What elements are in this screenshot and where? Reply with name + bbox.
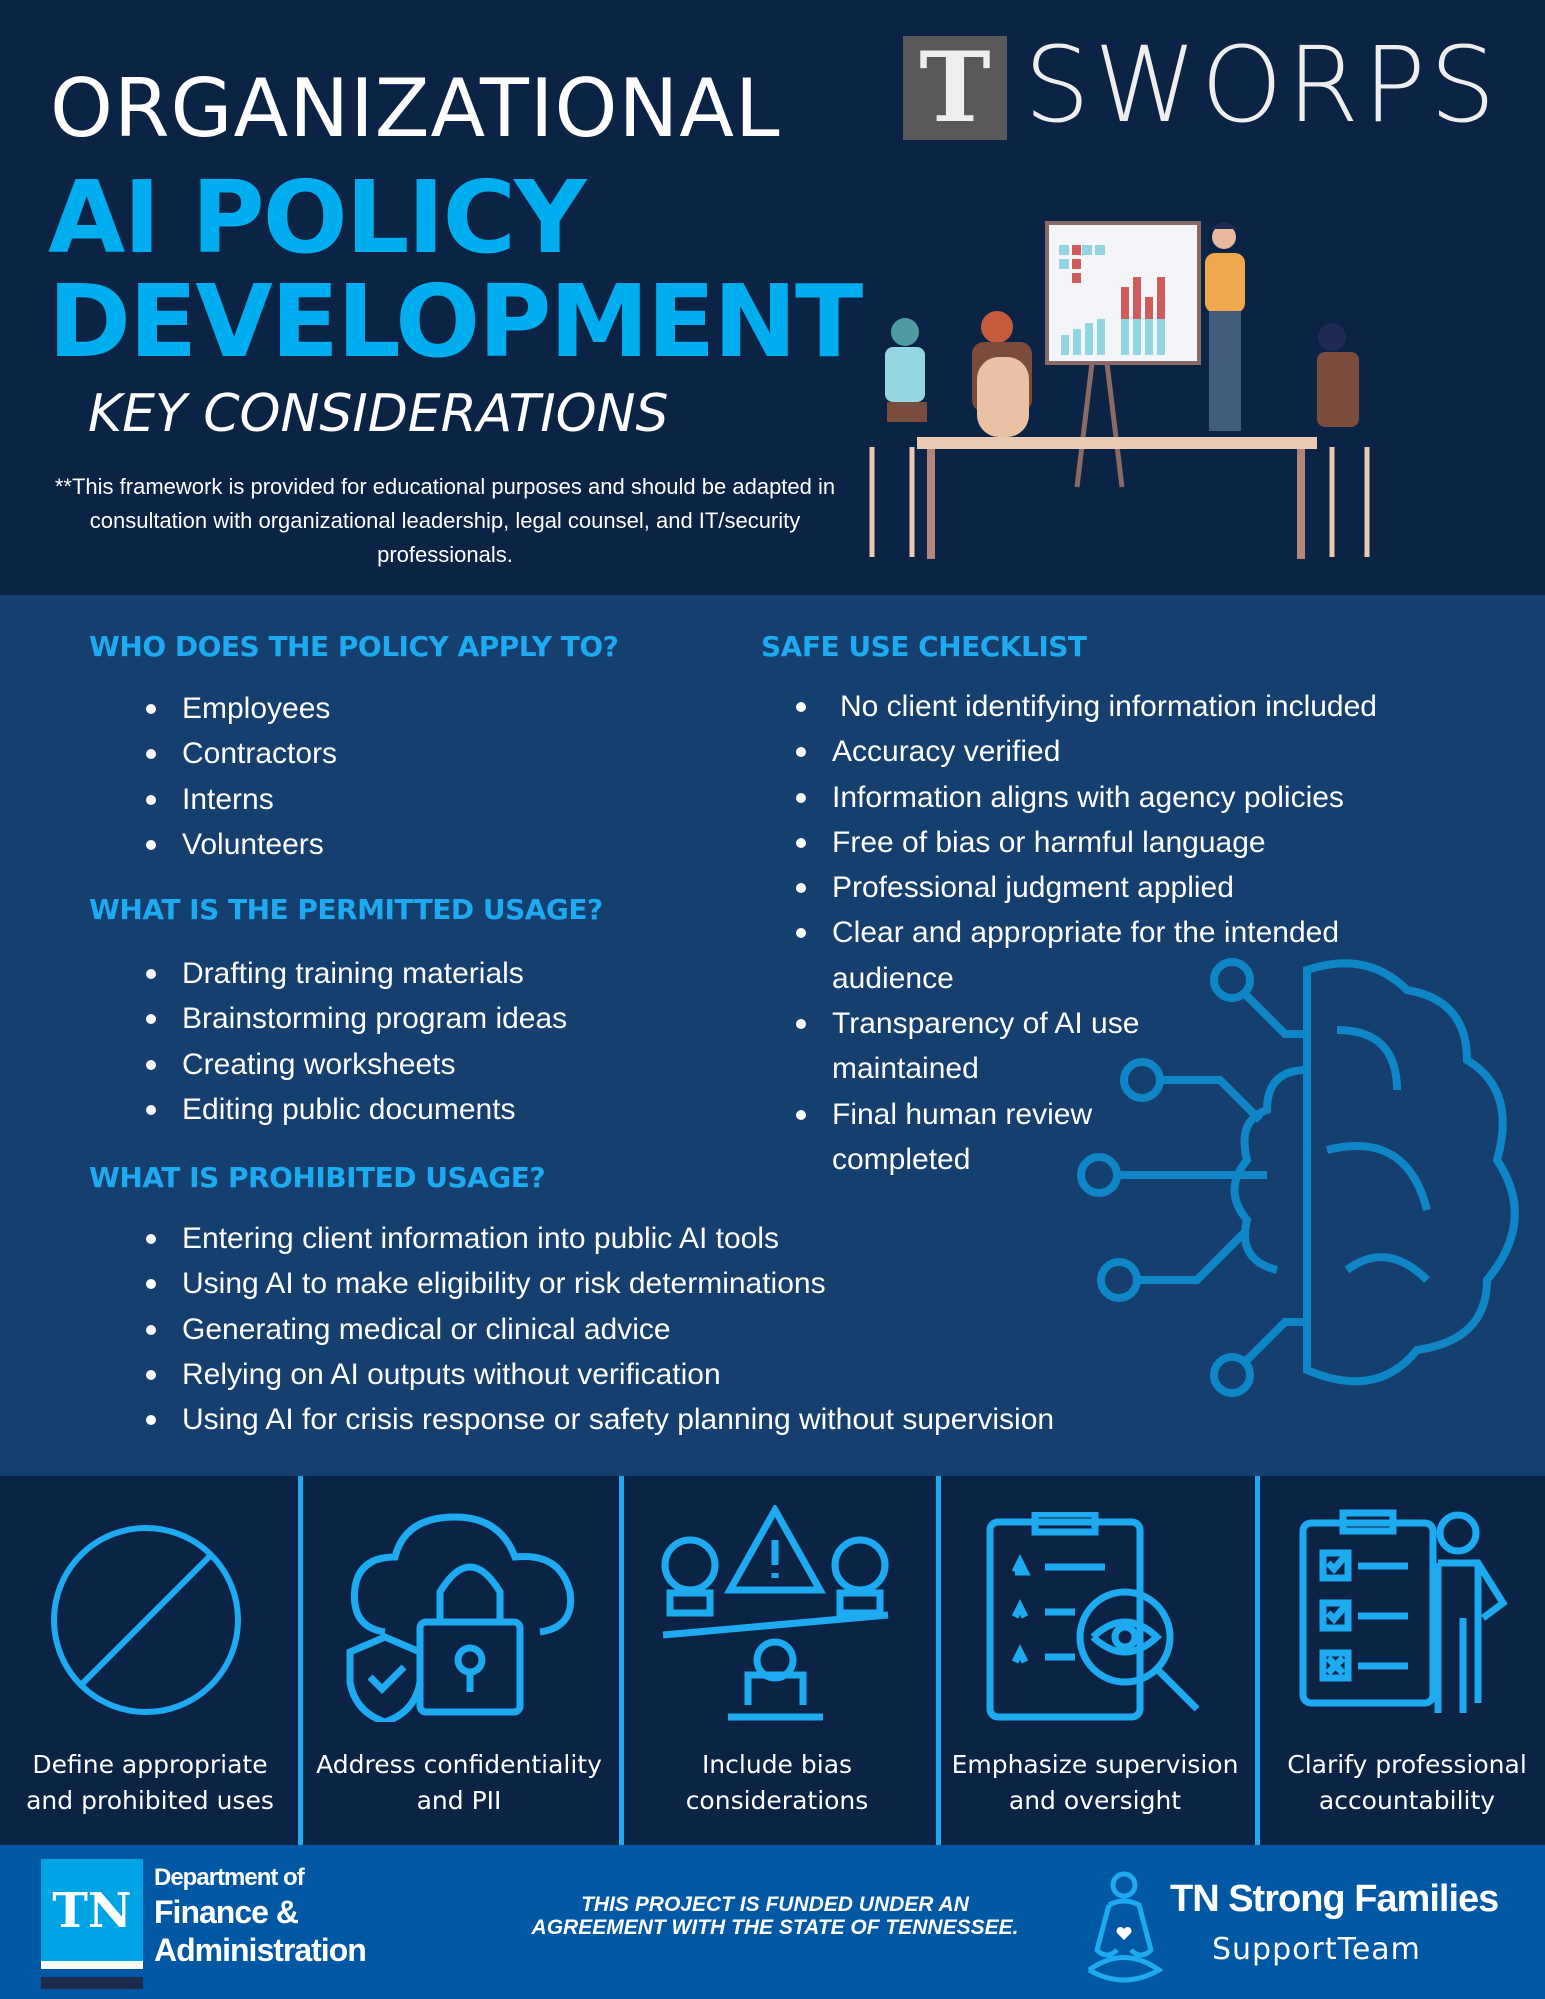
prohibited-icon <box>51 1525 241 1715</box>
list-item: Interns <box>146 777 337 822</box>
disclaimer: **This framework is provided for educati… <box>54 474 836 567</box>
cloud-lock-icon <box>346 1513 575 1722</box>
checklist: No client identifying information includ… <box>796 684 1536 1182</box>
prohibited-list: Entering client information into public … <box>146 1216 1054 1442</box>
icon-label: Define appropriate and prohibited uses <box>26 1750 274 1815</box>
dept-logo-text: Department of Finance & Administration <box>154 1863 367 1969</box>
list-item: Using AI to make eligibility or risk det… <box>146 1261 1054 1306</box>
clipboard-eye-icon <box>986 1512 1200 1721</box>
prohibited-heading: WHAT IS PROHIBITED USAGE? <box>89 1161 546 1194</box>
footer <box>0 1845 1545 1999</box>
dept-line: Department of <box>154 1864 305 1891</box>
checklist-item-text: No client identifying information includ… <box>840 690 1377 723</box>
meditating-person-icon <box>1087 1871 1164 1983</box>
list-item: Generating medical or clinical advice <box>146 1307 1054 1352</box>
icon-label: Include bias considerations <box>685 1750 869 1815</box>
title-line-3: DEVELOPMENT <box>48 263 863 380</box>
icon-label: Clarify professional accountability <box>1287 1750 1527 1815</box>
divider <box>619 1476 624 1845</box>
partner-logo-line2: SupportTeam <box>1212 1932 1421 1967</box>
subtitle: KEY CONSIDERATIONS <box>88 384 669 444</box>
list-item: Editing public documents <box>146 1087 567 1132</box>
list-item: Entering client information into public … <box>146 1216 1054 1261</box>
checklist-item: Professional judgment applied <box>796 865 1536 910</box>
icon-label: Emphasize supervision and oversight <box>951 1750 1239 1815</box>
sworps-logo-text: SWORPS <box>1024 24 1500 146</box>
checklist-item: Clear and appropriate for the intended a… <box>796 910 1396 1001</box>
dept-line: Finance & <box>154 1894 299 1930</box>
funding-line: AGREEMENT WITH THE STATE OF TENNESSEE. <box>531 1916 1019 1939</box>
funding-line: THIS PROJECT IS FUNDED UNDER AN <box>581 1893 969 1916</box>
dept-line: Administration <box>154 1932 367 1968</box>
permitted-list: Drafting training materials Brainstormin… <box>146 951 567 1132</box>
who-heading: WHO DOES THE POLICY APPLY TO? <box>89 630 619 663</box>
checklist-person-icon <box>1299 1509 1508 1713</box>
who-list: Employees Contractors Interns Volunteers <box>146 686 337 867</box>
icon-band <box>0 1476 1545 1845</box>
checklist-item: Accuracy verified <box>796 729 1536 774</box>
permitted-heading: WHAT IS THE PERMITTED USAGE? <box>89 893 603 926</box>
list-item: Using AI for crisis response or safety p… <box>146 1397 1054 1442</box>
list-item: Drafting training materials <box>146 951 567 996</box>
checklist-item: Information aligns with agency policies <box>796 775 1536 820</box>
icon-label: Address confidentiality and PII <box>316 1750 602 1815</box>
funding-notice: THIS PROJECT IS FUNDED UNDER AN AGREEMEN… <box>490 1893 1060 1939</box>
list-item: Employees <box>146 686 337 731</box>
divider <box>936 1476 941 1845</box>
tn-logo: TN <box>41 1859 143 1969</box>
brain-circuit-icon <box>1077 958 1519 1397</box>
checklist-item: Final human review completed <box>796 1092 1156 1183</box>
title-line-1: ORGANIZATIONAL <box>50 62 781 155</box>
list-item: Volunteers <box>146 822 337 867</box>
header-section <box>0 0 1545 595</box>
partner-logo-line1: TN Strong Families <box>1170 1878 1499 1920</box>
tn-logo-base <box>41 1977 143 1989</box>
list-item: Creating worksheets <box>146 1042 567 1087</box>
list-item: Brainstorming program ideas <box>146 996 567 1041</box>
list-item: Contractors <box>146 731 337 776</box>
sworps-logo-mark: T <box>903 36 1007 140</box>
title-line-2: AI POLICY <box>48 159 586 276</box>
checklist-item: No client identifying information includ… <box>796 684 1536 729</box>
divider <box>298 1476 303 1845</box>
list-item: Relying on AI outputs without verificati… <box>146 1352 1054 1397</box>
checklist-item: Free of bias or harmful language <box>796 820 1536 865</box>
divider <box>1255 1476 1260 1845</box>
checklist-item: Transparency of AI use maintained <box>796 1001 1186 1092</box>
checklist-heading: SAFE USE CHECKLIST <box>761 630 1087 663</box>
scale-warning-icon <box>661 1505 889 1721</box>
meeting-illustration <box>869 221 1370 559</box>
